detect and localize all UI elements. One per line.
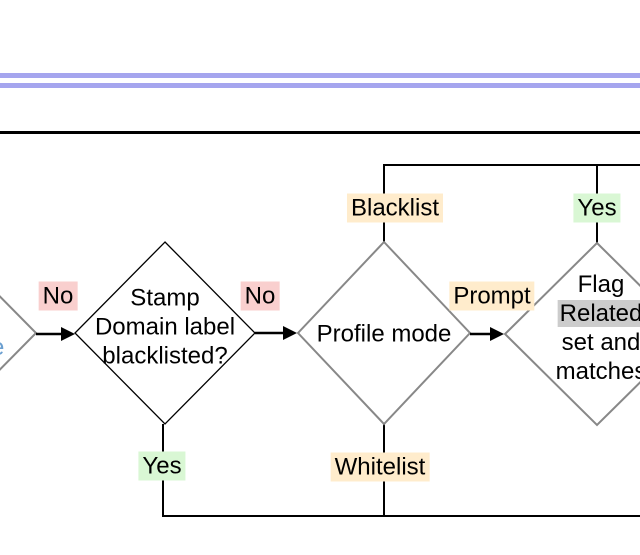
arrow-stamp-to-profile-head bbox=[283, 326, 297, 340]
black-border-line bbox=[0, 131, 640, 134]
edge-label-yes-top: Yes bbox=[573, 193, 621, 223]
stamp-label-line-2: Domain label bbox=[94, 313, 236, 341]
edge-label-no-2: No bbox=[240, 281, 280, 311]
edge-label-no-1: No bbox=[38, 281, 78, 311]
edge-label-blacklist: Blacklist bbox=[346, 193, 444, 223]
left-partial-diamond-shape bbox=[0, 295, 38, 371]
flag-related-diamond-shape bbox=[503, 241, 640, 427]
flag-related-label: Flag Related set and matches bbox=[556, 270, 640, 386]
left-diamond-text-fragment: e bbox=[0, 334, 5, 356]
edge-label-yes-bottom: Yes bbox=[138, 451, 186, 481]
profile-mode-label: Profile mode bbox=[317, 320, 452, 349]
profile-mode-diamond-shape bbox=[296, 240, 472, 426]
profile-label-line-1: Profile mode bbox=[316, 320, 452, 348]
flag-label-line-4: matches bbox=[555, 358, 640, 385]
edge-label-whitelist: Whitelist bbox=[330, 452, 430, 482]
purple-divider-line-bottom bbox=[0, 83, 640, 88]
related-highlighted-word: Related bbox=[557, 300, 640, 327]
stamp-label-line-3: blacklisted? bbox=[102, 342, 228, 370]
stamp-decision-diamond-shape bbox=[74, 241, 256, 425]
flag-label-line-1: Flag bbox=[577, 271, 625, 298]
arrow-into-stamp-head bbox=[61, 327, 75, 341]
purple-divider-line-top bbox=[0, 73, 640, 78]
stamp-label-line-1: Stamp bbox=[130, 284, 200, 312]
arrow-profile-to-flag-head bbox=[490, 327, 504, 341]
flag-label-line-3: set and bbox=[561, 329, 640, 356]
edge-label-prompt: Prompt bbox=[449, 281, 535, 311]
stamp-decision-label: Stamp Domain label blacklisted? bbox=[95, 284, 235, 371]
flag-label-line-2: Related bbox=[556, 299, 640, 328]
